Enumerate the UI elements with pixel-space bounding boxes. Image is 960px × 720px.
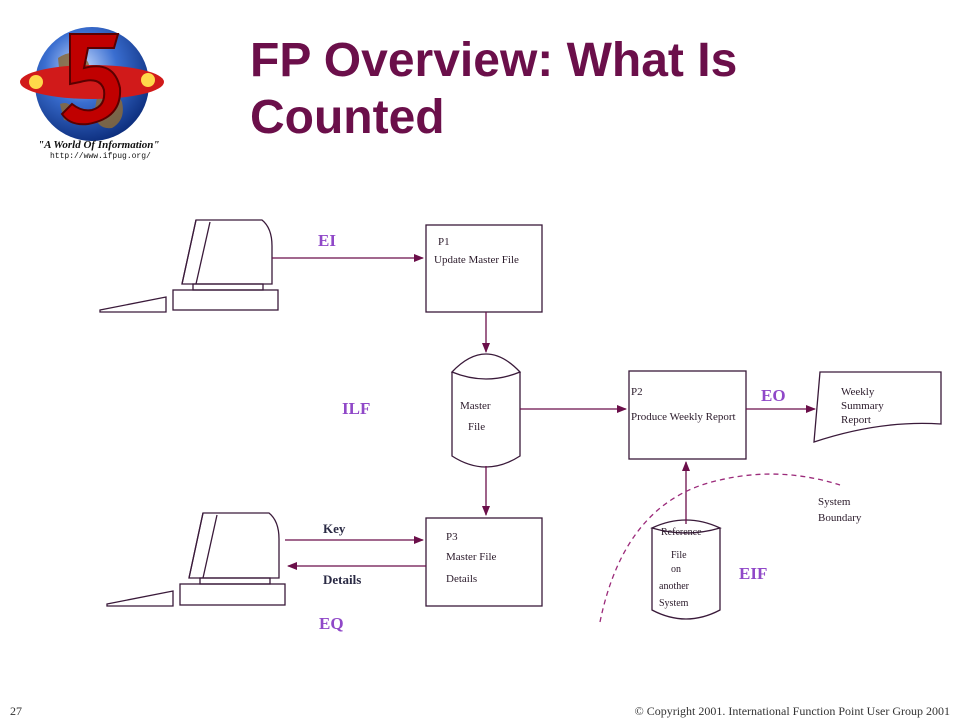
process-p1-box	[425, 224, 543, 313]
p3-line2: Details	[446, 573, 478, 585]
reference-line1: Reference	[661, 527, 702, 538]
boundary-line1: System	[818, 496, 851, 508]
report-line1: Weekly	[841, 386, 875, 398]
p3-id: P3	[446, 531, 458, 543]
page-title: FP Overview: What Is Counted	[250, 34, 738, 144]
report-line2: Summary	[841, 400, 884, 412]
p2-name: Produce Weekly Report	[631, 411, 736, 423]
weekly-report-document	[813, 371, 942, 443]
reference-line5: System	[659, 598, 689, 609]
boundary-line2: Boundary	[818, 512, 862, 524]
terminal-icon	[99, 219, 279, 313]
eif-label: EIF	[739, 564, 768, 583]
report-line3: Report	[841, 414, 871, 426]
reference-line3: on	[671, 564, 681, 575]
key-label: Key	[323, 521, 346, 536]
logo-bead-left	[29, 75, 43, 89]
reference-line4: another	[659, 581, 689, 592]
ilf-label: ILF	[342, 399, 371, 418]
details-label: Details	[323, 572, 362, 587]
logo-url: http://www.ifpug.org/	[50, 152, 151, 161]
master-line1: Master	[460, 400, 491, 412]
system-boundary-line	[599, 473, 841, 623]
process-p2-box	[628, 370, 747, 460]
logo-tagline: "A World Of Information"	[38, 139, 160, 151]
copyright-text: © Copyright 2001. International Function…	[634, 704, 950, 718]
logo-number-five	[60, 33, 122, 126]
terminal-icon	[106, 512, 286, 607]
p1-id: P1	[438, 236, 450, 248]
process-p3-box	[425, 517, 543, 607]
logo-bead-right	[141, 73, 155, 87]
eo-label: EO	[761, 386, 786, 405]
logo-swoosh	[20, 65, 164, 99]
reference-file-store	[650, 519, 722, 620]
p2-id: P2	[631, 386, 643, 398]
ifpug-logo	[20, 27, 164, 141]
p1-name: Update Master File	[434, 254, 519, 266]
master-line2: File	[468, 421, 486, 433]
ei-label: EI	[318, 231, 336, 250]
reference-line2: File	[671, 550, 687, 561]
page-number: 27	[10, 704, 22, 718]
eq-label: EQ	[319, 614, 344, 633]
p3-line1: Master File	[446, 551, 497, 563]
